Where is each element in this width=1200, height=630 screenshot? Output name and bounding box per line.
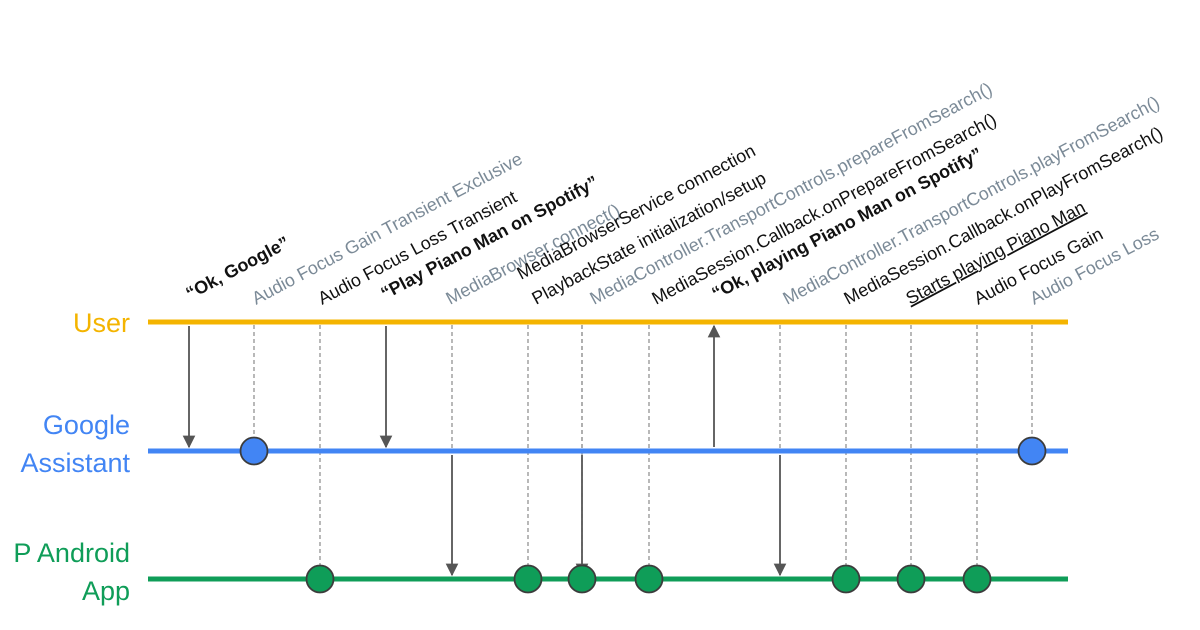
message-arrows [182, 324, 787, 577]
event-node-6 [567, 564, 597, 594]
event-nodes [239, 436, 1047, 594]
lane-label-app-0: P Android [13, 538, 130, 568]
event-node-11 [831, 564, 861, 594]
event-node-14 [1017, 436, 1047, 466]
lane-label-user-0: User [73, 308, 130, 338]
event-node-1 [239, 436, 269, 466]
lane-label-assistant-1: Assistant [20, 448, 130, 478]
lane-label-assistant-0: Google [43, 410, 130, 440]
event-node-2 [305, 564, 335, 594]
lane-label-app-1: App [82, 576, 130, 606]
event-node-5 [513, 564, 543, 594]
event-labels: “Ok, Google”Audio Focus Gain Transient E… [182, 78, 1166, 308]
swimlanes [148, 319, 1068, 582]
event-node-13 [962, 564, 992, 594]
event-node-12 [896, 564, 926, 594]
event-guide-lines [253, 325, 1033, 566]
event-node-8 [634, 564, 664, 594]
